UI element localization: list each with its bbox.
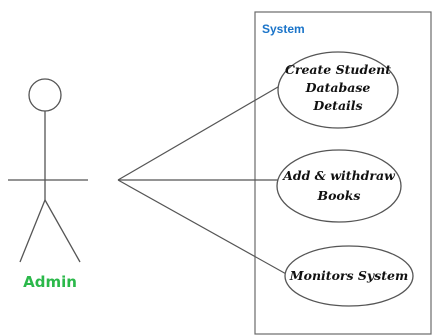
- actor-right-leg: [44, 199, 81, 263]
- actor-label: Admin: [23, 273, 77, 291]
- use-case-label-line: Details: [312, 98, 362, 113]
- associations: [117, 79, 291, 276]
- use-case-add-withdraw-books: Add & withdraw Books: [276, 149, 402, 223]
- system-boundary: [254, 11, 432, 335]
- system-label: System: [262, 22, 305, 36]
- use-case-label-line: Create Student: [285, 62, 391, 77]
- use-case-label-line: Monitors System: [289, 268, 408, 283]
- use-case-create-student: Create Student Database Details: [277, 51, 399, 129]
- actor-head: [28, 78, 62, 112]
- use-case-ellipse: [284, 245, 414, 307]
- actor-left-leg: [19, 199, 46, 263]
- use-case-label-line: Add & withdraw: [282, 168, 396, 183]
- association-create-student: [117, 79, 291, 181]
- use-case-ellipse: [277, 51, 399, 129]
- actor-admin: [8, 78, 88, 263]
- use-case-ellipse: [276, 149, 402, 223]
- association-monitors-system: [117, 179, 289, 276]
- use-case-label-line: Database: [305, 80, 371, 95]
- use-case-monitors-system: Monitors System: [284, 245, 414, 307]
- use-case-label-line: Books: [317, 188, 361, 203]
